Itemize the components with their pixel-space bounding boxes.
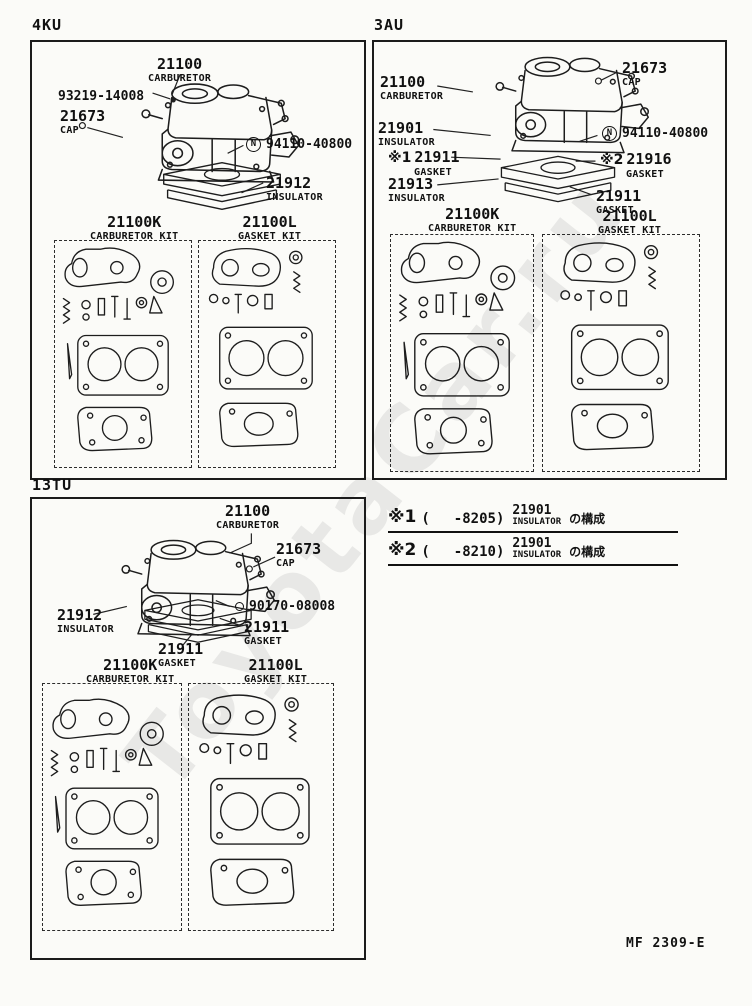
- note-part: 21901 INSULATOR: [512, 503, 562, 527]
- label-carburetor-kit: 21100K CARBURETOR KIT: [90, 213, 179, 242]
- note-2: ※2 ( -8210) 21901 INSULATOR の構成: [388, 536, 678, 567]
- gasket-kit-box: [188, 683, 334, 931]
- screw-icon: [235, 602, 244, 611]
- gasket-kit-parts-illustration: [199, 694, 310, 906]
- label-carburetor-kit: 21100K CARBURETOR KIT: [428, 205, 517, 234]
- gasket-kit-box: [198, 240, 336, 468]
- label-carburetor: 21100 CARBURETOR: [380, 73, 444, 102]
- section-3au: 21673 CAP 21100 CARBURETOR 21901 INSULAT…: [372, 40, 727, 480]
- gasket-kit-box: [542, 234, 700, 472]
- label-carburetor: 21100 CARBURETOR: [148, 55, 212, 84]
- label-cap: 21673 CAP: [276, 540, 322, 569]
- label-gasket-kit: 21100L GASKET KIT: [598, 207, 662, 236]
- label-nut: N 94110-40800: [246, 137, 352, 152]
- gasket-kit-parts-illustration: [560, 242, 669, 451]
- label-carburetor: 21100 CARBURETOR: [216, 502, 280, 531]
- section-title-3au: 3AU: [374, 16, 405, 34]
- note-part: 21901 INSULATOR: [512, 536, 562, 560]
- label-bolt: 93219-14008: [58, 89, 145, 104]
- carburetor-kit-parts-illustration: [399, 241, 516, 455]
- label-cap: 21673 CAP: [60, 107, 106, 136]
- section-13tu: 21100 CARBURETOR 21673 CAP 21912 INSULAT…: [30, 497, 366, 960]
- circled-n-icon: N: [602, 126, 617, 141]
- note-1: ※1 ( -8205) 21901 INSULATOR の構成: [388, 503, 678, 534]
- section-title-4ku: 4KU: [32, 16, 63, 34]
- circled-n-icon: N: [246, 137, 261, 152]
- carburetor-kit-box: [390, 234, 534, 472]
- label-gasket-2: 21911 GASKET: [158, 640, 204, 669]
- label-gasket-21911: 21911 GASKET: [596, 187, 642, 216]
- label-gasket-kit: 21100L GASKET KIT: [238, 213, 302, 242]
- carburetor-kit-parts-illustration: [50, 698, 164, 906]
- label-cap: 21673 CAP: [622, 59, 668, 88]
- carburetor-kit-box: [54, 240, 192, 468]
- label-insulator: 21912 INSULATOR: [57, 606, 114, 635]
- label-gasket-1: 21911 GASKET: [244, 618, 290, 647]
- label-insulator-21913: 21913 INSULATOR: [388, 175, 445, 204]
- label-insulator-21901: 21901 INSULATOR: [378, 119, 435, 148]
- section-title-13tu: 13TU: [32, 476, 73, 494]
- label-screw: 90170-08008: [235, 599, 335, 614]
- gasket-kit-parts-illustration: [208, 247, 313, 448]
- label-insulator: 21912 INSULATOR: [266, 174, 323, 203]
- figure-code: MF 2309-E: [626, 936, 706, 951]
- carburetor-kit-parts-illustration: [62, 247, 175, 452]
- section-4ku: 21100 CARBURETOR 93219-14008 21673 CAP N…: [30, 40, 366, 480]
- label-carburetor-kit: 21100K CARBURETOR KIT: [86, 656, 175, 685]
- label-nut: N 94110-40800: [602, 126, 708, 141]
- label-gasket-kit: 21100L GASKET KIT: [244, 656, 308, 685]
- carburetor-kit-box: [42, 683, 182, 931]
